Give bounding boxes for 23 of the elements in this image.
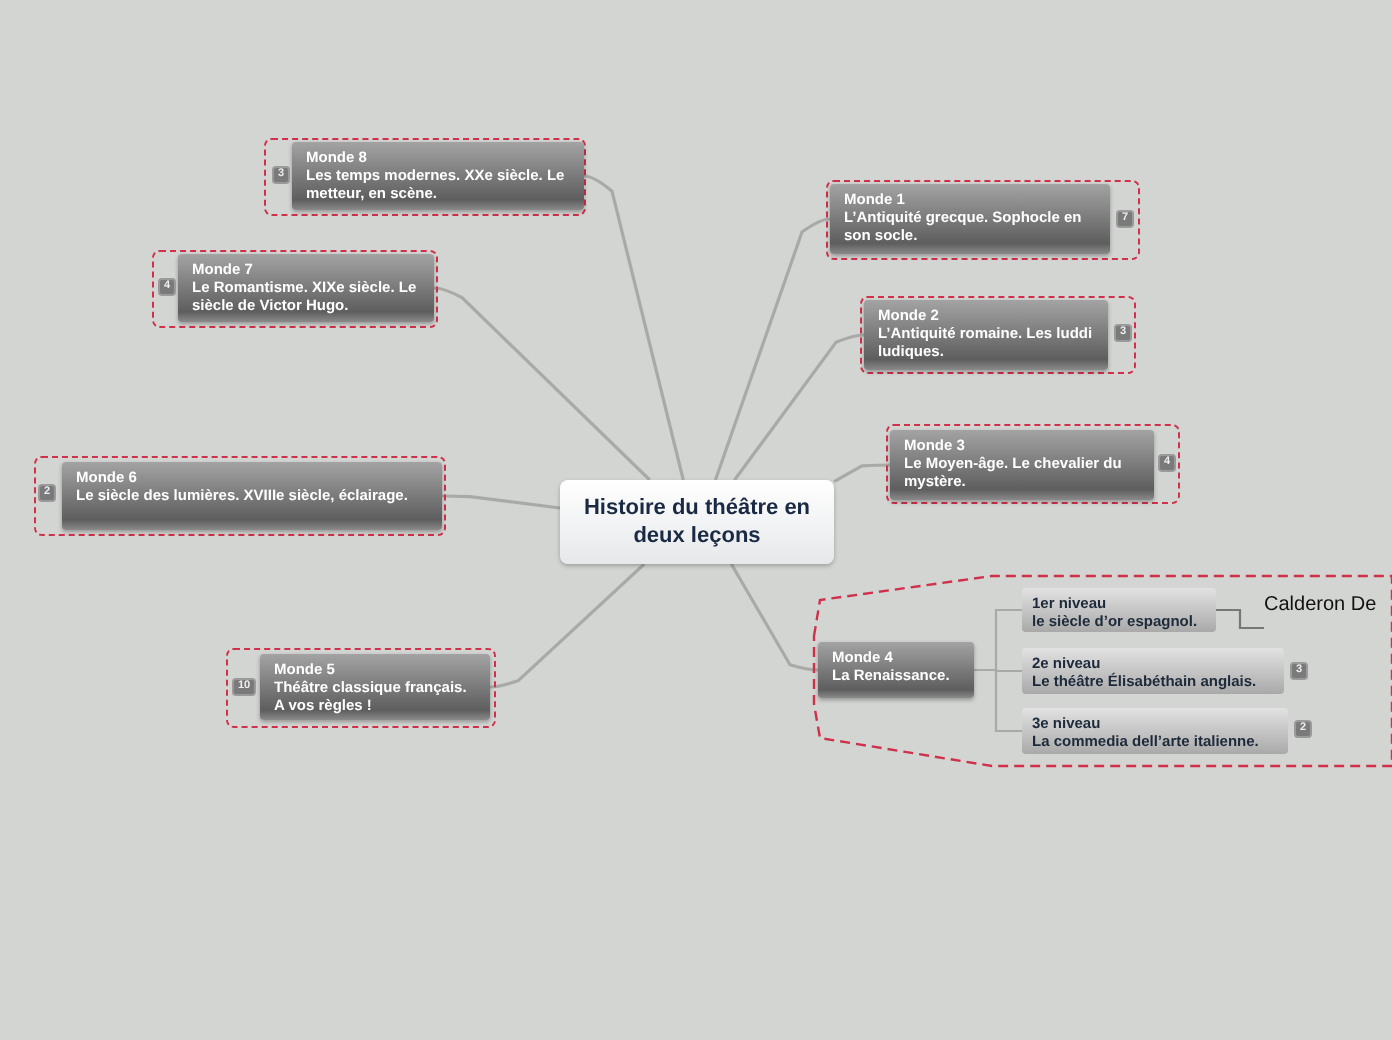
topic-box bbox=[292, 142, 584, 210]
topic-text: Histoire du théâtre en deux leçons bbox=[581, 493, 813, 551]
connector-line bbox=[442, 494, 561, 510]
connector-line bbox=[583, 174, 685, 481]
connector-line bbox=[733, 333, 865, 481]
topic-box bbox=[890, 430, 1154, 500]
topic-box bbox=[1022, 588, 1216, 632]
connector-line bbox=[833, 463, 890, 483]
topic-box bbox=[864, 300, 1108, 370]
connector-line bbox=[974, 668, 1022, 733]
topic-box bbox=[1022, 648, 1284, 694]
topic-box bbox=[818, 642, 974, 698]
connector-line bbox=[489, 562, 646, 689]
connector-line bbox=[433, 286, 651, 482]
topic-box bbox=[1022, 708, 1288, 754]
topic-box bbox=[260, 654, 490, 720]
central-topic bbox=[560, 480, 834, 564]
connector-line bbox=[729, 563, 819, 672]
topic-box bbox=[62, 462, 442, 530]
connector-line bbox=[713, 217, 831, 481]
topic-box bbox=[178, 254, 434, 322]
topic-box bbox=[830, 184, 1110, 254]
connector-line bbox=[1216, 608, 1264, 630]
